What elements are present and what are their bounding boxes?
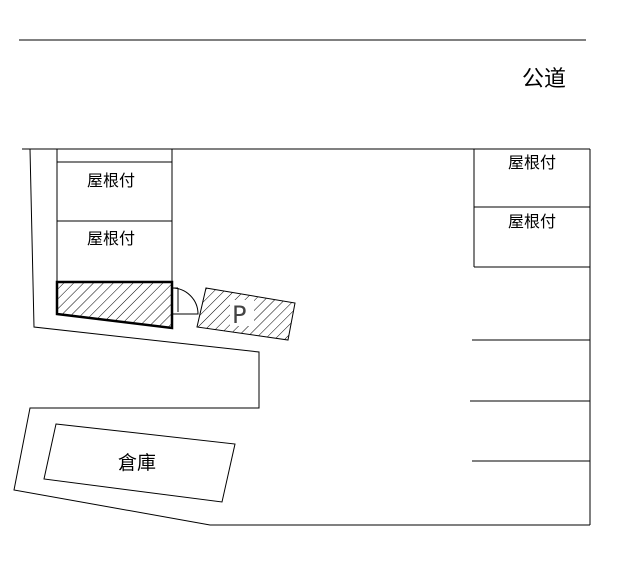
storehouse-label: 倉庫 [118, 452, 156, 474]
road-label: 公道 [522, 67, 566, 92]
storehouse [43, 423, 236, 503]
door-swing [171, 287, 199, 315]
parking-label: P [232, 301, 246, 329]
roofed-label-left-lower: 屋根付 [87, 229, 135, 248]
roofed-label-left-upper: 屋根付 [87, 171, 135, 190]
roofed-label-right-upper: 屋根付 [508, 153, 556, 172]
property-left-boundary [13, 148, 590, 526]
roofed-label-right-lower: 屋根付 [508, 212, 556, 231]
hatched-building [55, 280, 174, 330]
parking-label-bg [230, 300, 254, 326]
left-roofed-shed [56, 149, 173, 282]
right-roofed-shed [473, 149, 590, 268]
